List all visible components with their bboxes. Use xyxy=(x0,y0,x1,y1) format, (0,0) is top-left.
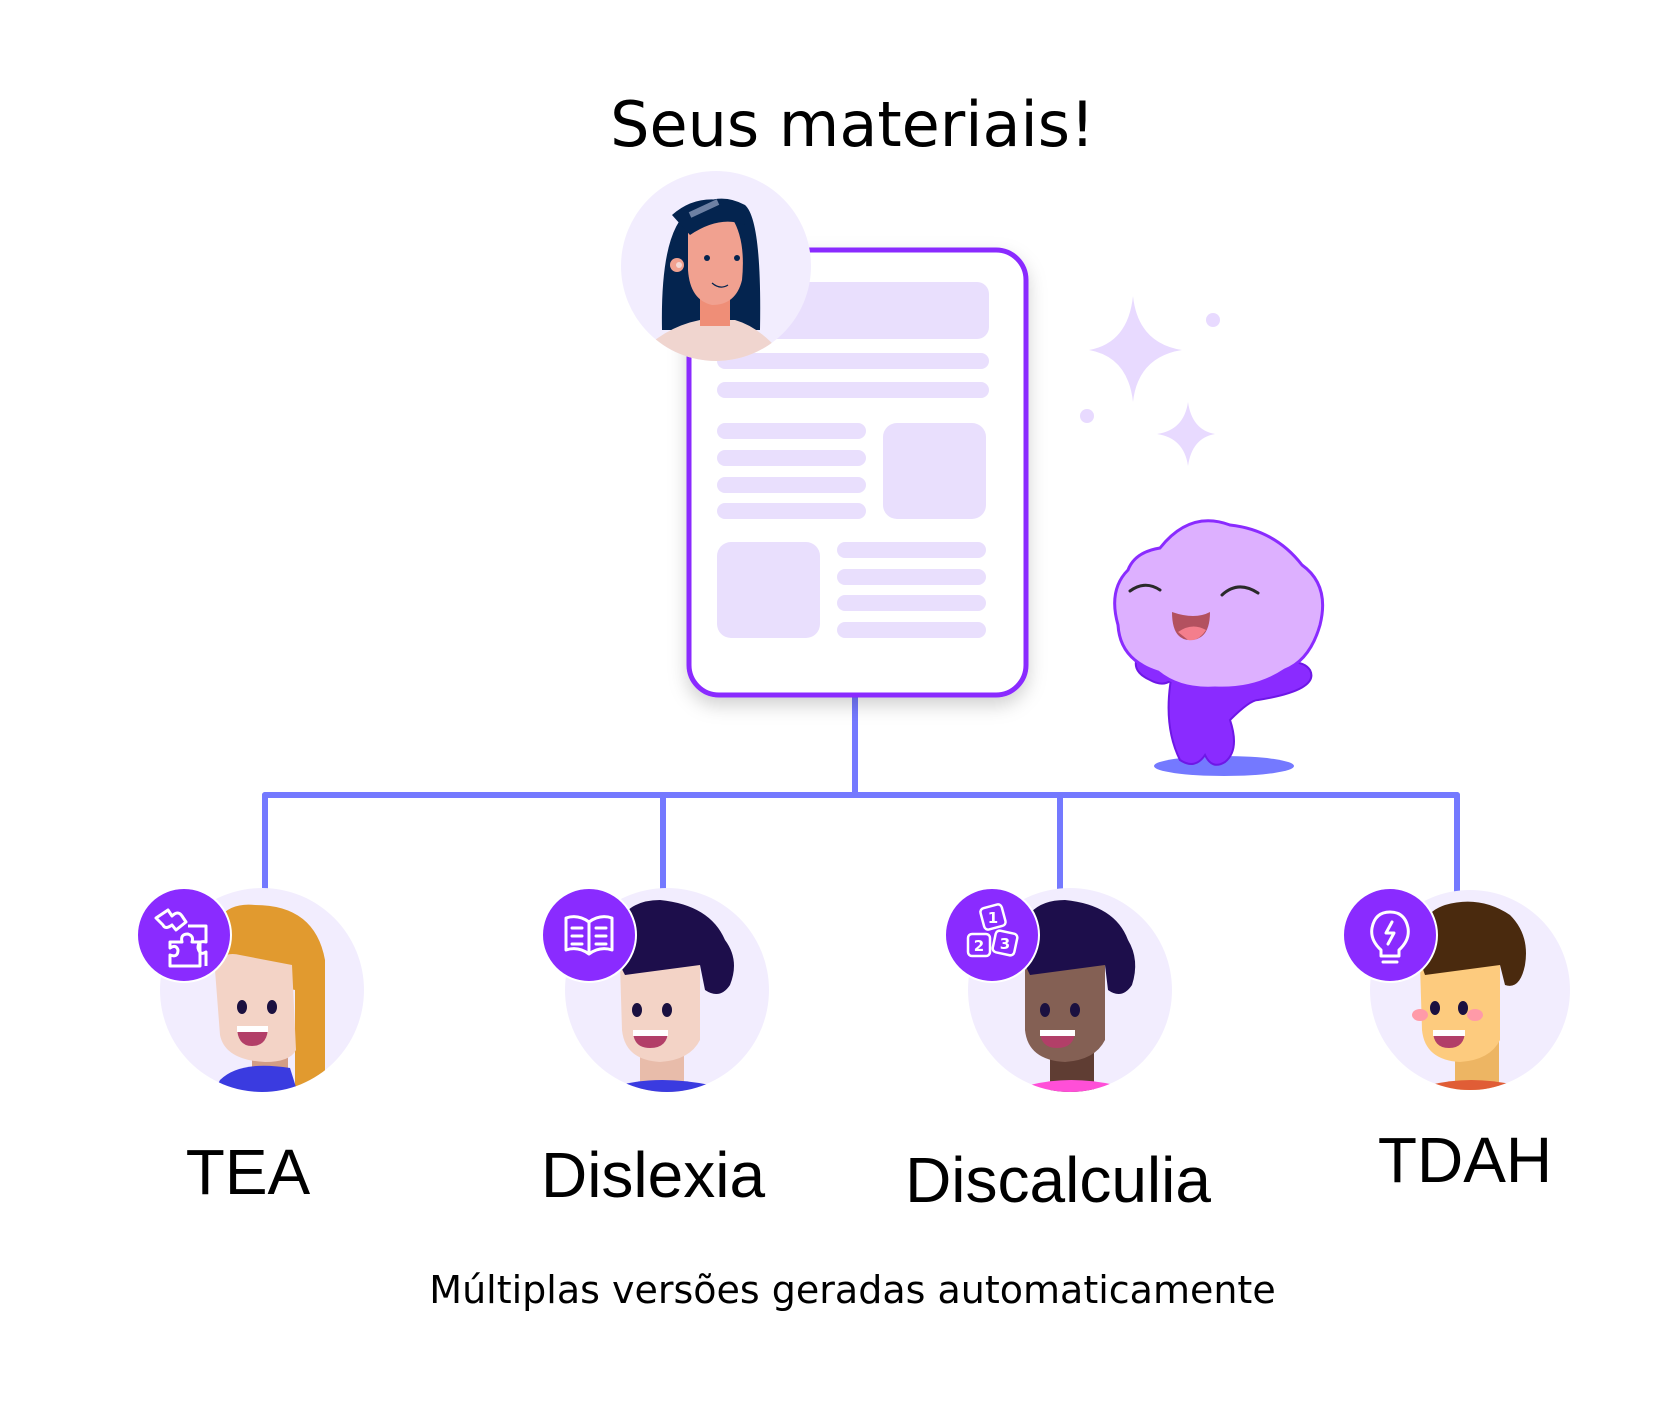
version-label-discalculia: Discalculia xyxy=(905,1144,1211,1216)
block-number-1: 1 xyxy=(988,909,998,927)
number-blocks-icon xyxy=(966,903,1019,958)
brain-mascot xyxy=(1113,519,1325,776)
avatar-tdah xyxy=(1370,890,1570,1090)
badge-dislexia xyxy=(541,887,637,983)
lightbulb-icon xyxy=(1370,910,1410,964)
avatar-dislexia xyxy=(565,888,769,1092)
page-title: Seus materiais! xyxy=(610,88,1095,161)
connector-lines xyxy=(262,694,1460,895)
puzzle-icon xyxy=(154,908,208,968)
version-label-tdah: TDAH xyxy=(1377,1124,1553,1196)
open-book-icon xyxy=(564,915,614,956)
badge-discalculia: 1 2 3 xyxy=(944,887,1040,983)
block-number-3: 3 xyxy=(1000,935,1010,953)
block-number-2: 2 xyxy=(974,937,984,955)
footer-caption: Múltiplas versões geradas automaticament… xyxy=(429,1268,1276,1312)
avatar-discalculia xyxy=(968,888,1172,1092)
badge-tdah xyxy=(1342,887,1438,983)
version-label-tea: TEA xyxy=(185,1136,311,1208)
version-label-dislexia: Dislexia xyxy=(540,1139,766,1211)
badge-tea xyxy=(136,887,232,983)
sparkles-decoration xyxy=(1080,296,1220,466)
teacher-avatar xyxy=(621,171,811,361)
